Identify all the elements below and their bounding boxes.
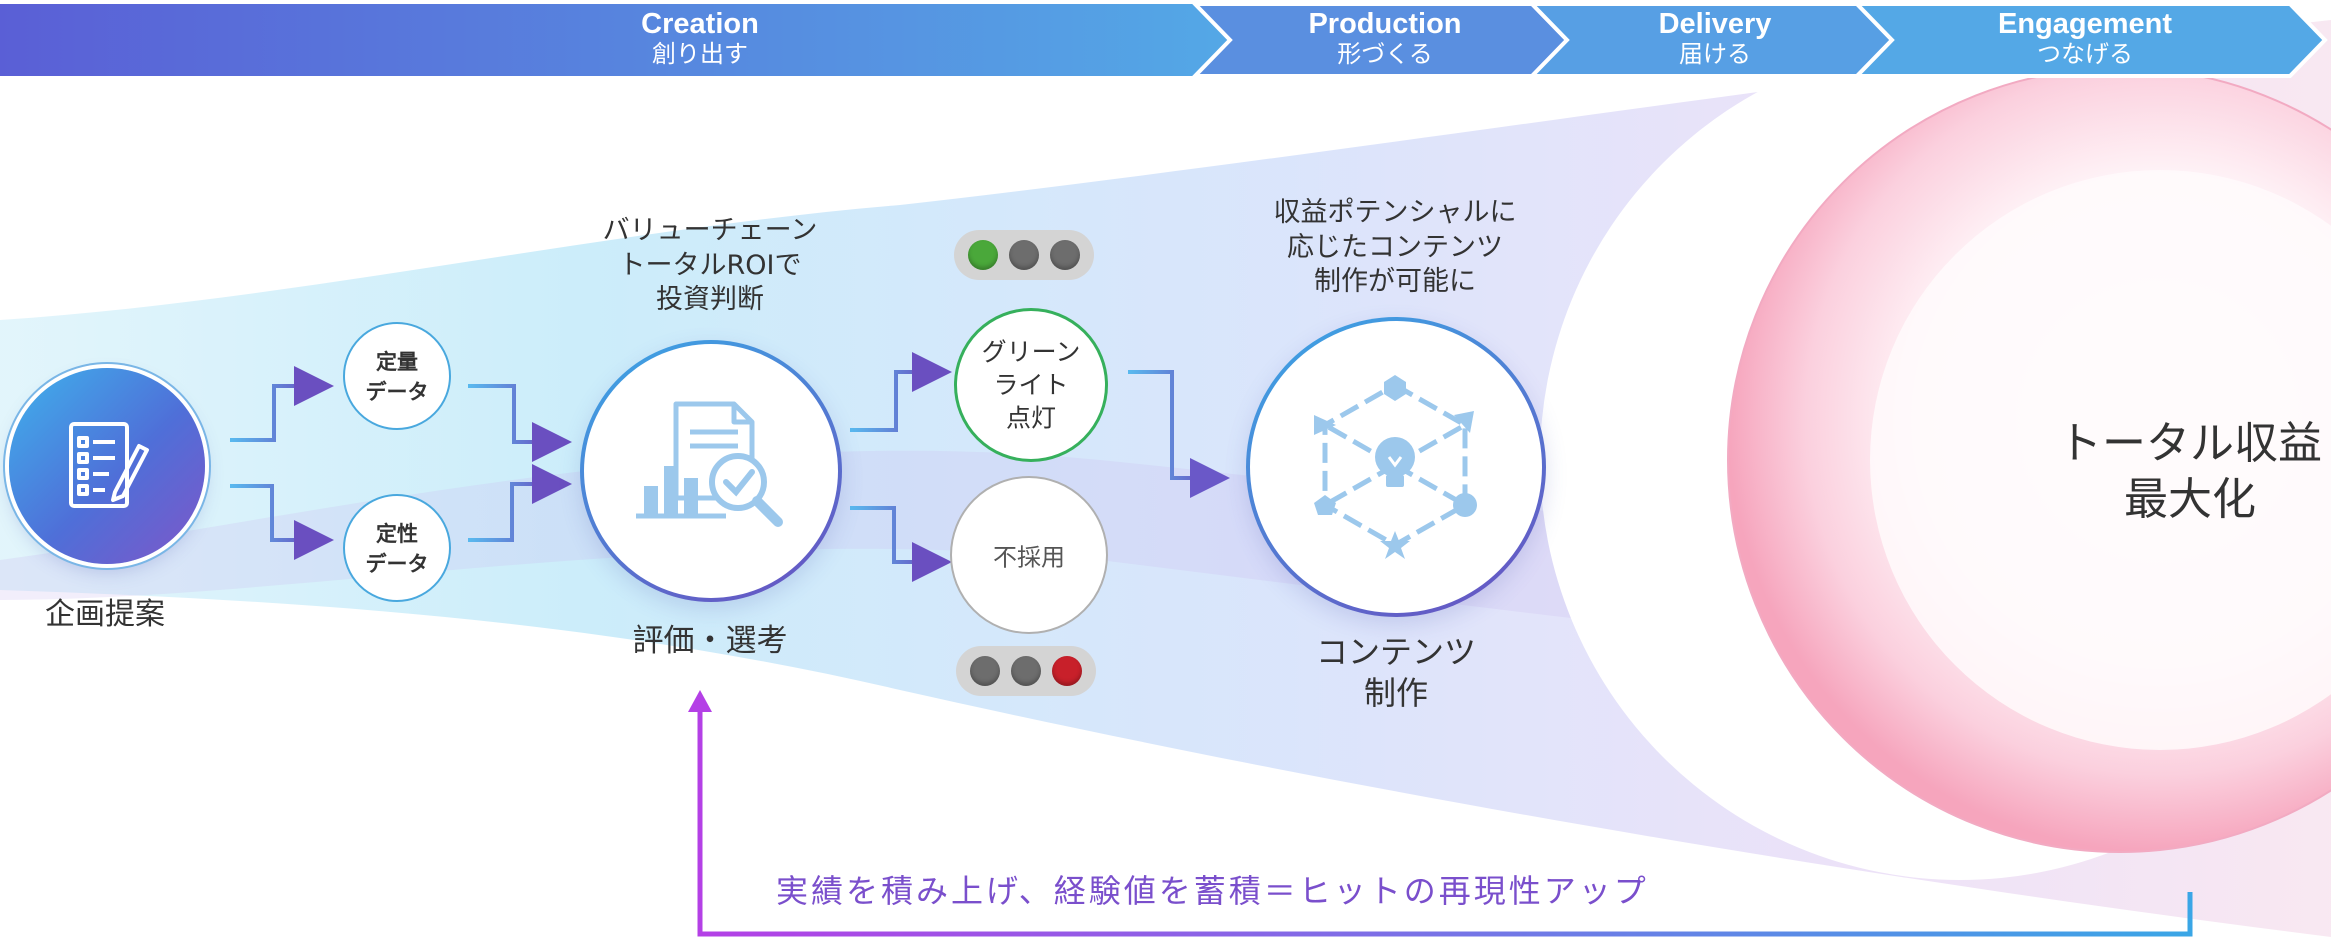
traffic-light-red: [956, 646, 1096, 696]
red-lamp: [1052, 656, 1082, 686]
off-lamp: [1011, 656, 1041, 686]
stage-jp: 創り出す: [652, 40, 748, 69]
off-lamp: [970, 656, 1000, 686]
stage-delivery: Delivery 届ける: [1590, 8, 1840, 69]
node-line: ライト: [993, 370, 1069, 400]
evaluation-node: [580, 340, 842, 602]
node-line: コンテンツ: [1315, 633, 1476, 671]
caption-line: 投資判断: [656, 284, 764, 316]
node-line: データ: [365, 380, 429, 404]
rejected-label: 不採用: [993, 543, 1065, 572]
content-label: コンテンツ 制作: [1246, 632, 1546, 714]
caption-line: 収益ポテンシャルに: [1273, 197, 1517, 228]
feedback-caption: 実績を積み上げ、経験値を蓄積＝ヒットの再現性アップ: [776, 872, 1649, 910]
stage-jp: 形づくる: [1337, 40, 1433, 69]
node-line: 定量: [376, 350, 418, 374]
traffic-light-green: [954, 230, 1094, 280]
node-line: 制作: [1363, 673, 1428, 712]
caption-line: 制作が可能に: [1314, 266, 1476, 298]
stage-name: Engagement: [1997, 8, 2173, 40]
quantitative-data-node: 定量 データ: [343, 322, 451, 430]
stage-jp: 届ける: [1679, 40, 1751, 69]
caption-line: トータルROIで: [618, 249, 802, 281]
lightbulb-network-icon: [1314, 375, 1477, 559]
evaluation-label: 評価・選考: [632, 623, 788, 659]
caption-line: バリューチェーン: [602, 215, 818, 246]
qualitative-data-node: 定性 データ: [343, 494, 451, 602]
node-line: 定性: [376, 522, 418, 546]
off-lamp: [1009, 240, 1039, 270]
stage-production: Production 形づくる: [1250, 8, 1520, 69]
stage-engagement: Engagement つなげる: [1945, 8, 2225, 69]
stage-name: Production: [1308, 8, 1462, 40]
proposal-label: 企画提案: [45, 597, 165, 632]
stage-name: Delivery: [1658, 8, 1772, 40]
proposal-node: [9, 368, 205, 564]
node-line: 最大化: [2124, 474, 2256, 526]
node-line: トータル収益: [2058, 418, 2322, 469]
total-revenue-label: トータル収益 最大化: [2040, 416, 2331, 529]
report-magnifier-icon: [636, 401, 783, 527]
off-lamp: [1050, 240, 1080, 270]
stage-header-band: [0, 1, 2328, 78]
node-line: 点灯: [1005, 403, 1056, 433]
green-lamp: [968, 240, 998, 270]
green-light-node: グリーン ライト 点灯: [954, 308, 1108, 462]
stage-creation: Creation 創り出す: [560, 8, 840, 69]
node-line: データ: [365, 552, 429, 576]
checklist-pen-icon: [69, 422, 149, 508]
content-production-node: [1246, 317, 1546, 617]
stage-name: Creation: [641, 8, 759, 40]
evaluation-caption: バリューチェーン トータルROIで 投資判断: [560, 214, 860, 318]
potential-caption: 収益ポテンシャルに 応じたコンテンツ 制作が可能に: [1230, 196, 1560, 300]
caption-line: 応じたコンテンツ: [1287, 231, 1503, 263]
node-line: グリーン: [981, 337, 1081, 367]
stage-jp: つなげる: [2037, 40, 2133, 69]
rejected-node: 不採用: [950, 476, 1108, 634]
